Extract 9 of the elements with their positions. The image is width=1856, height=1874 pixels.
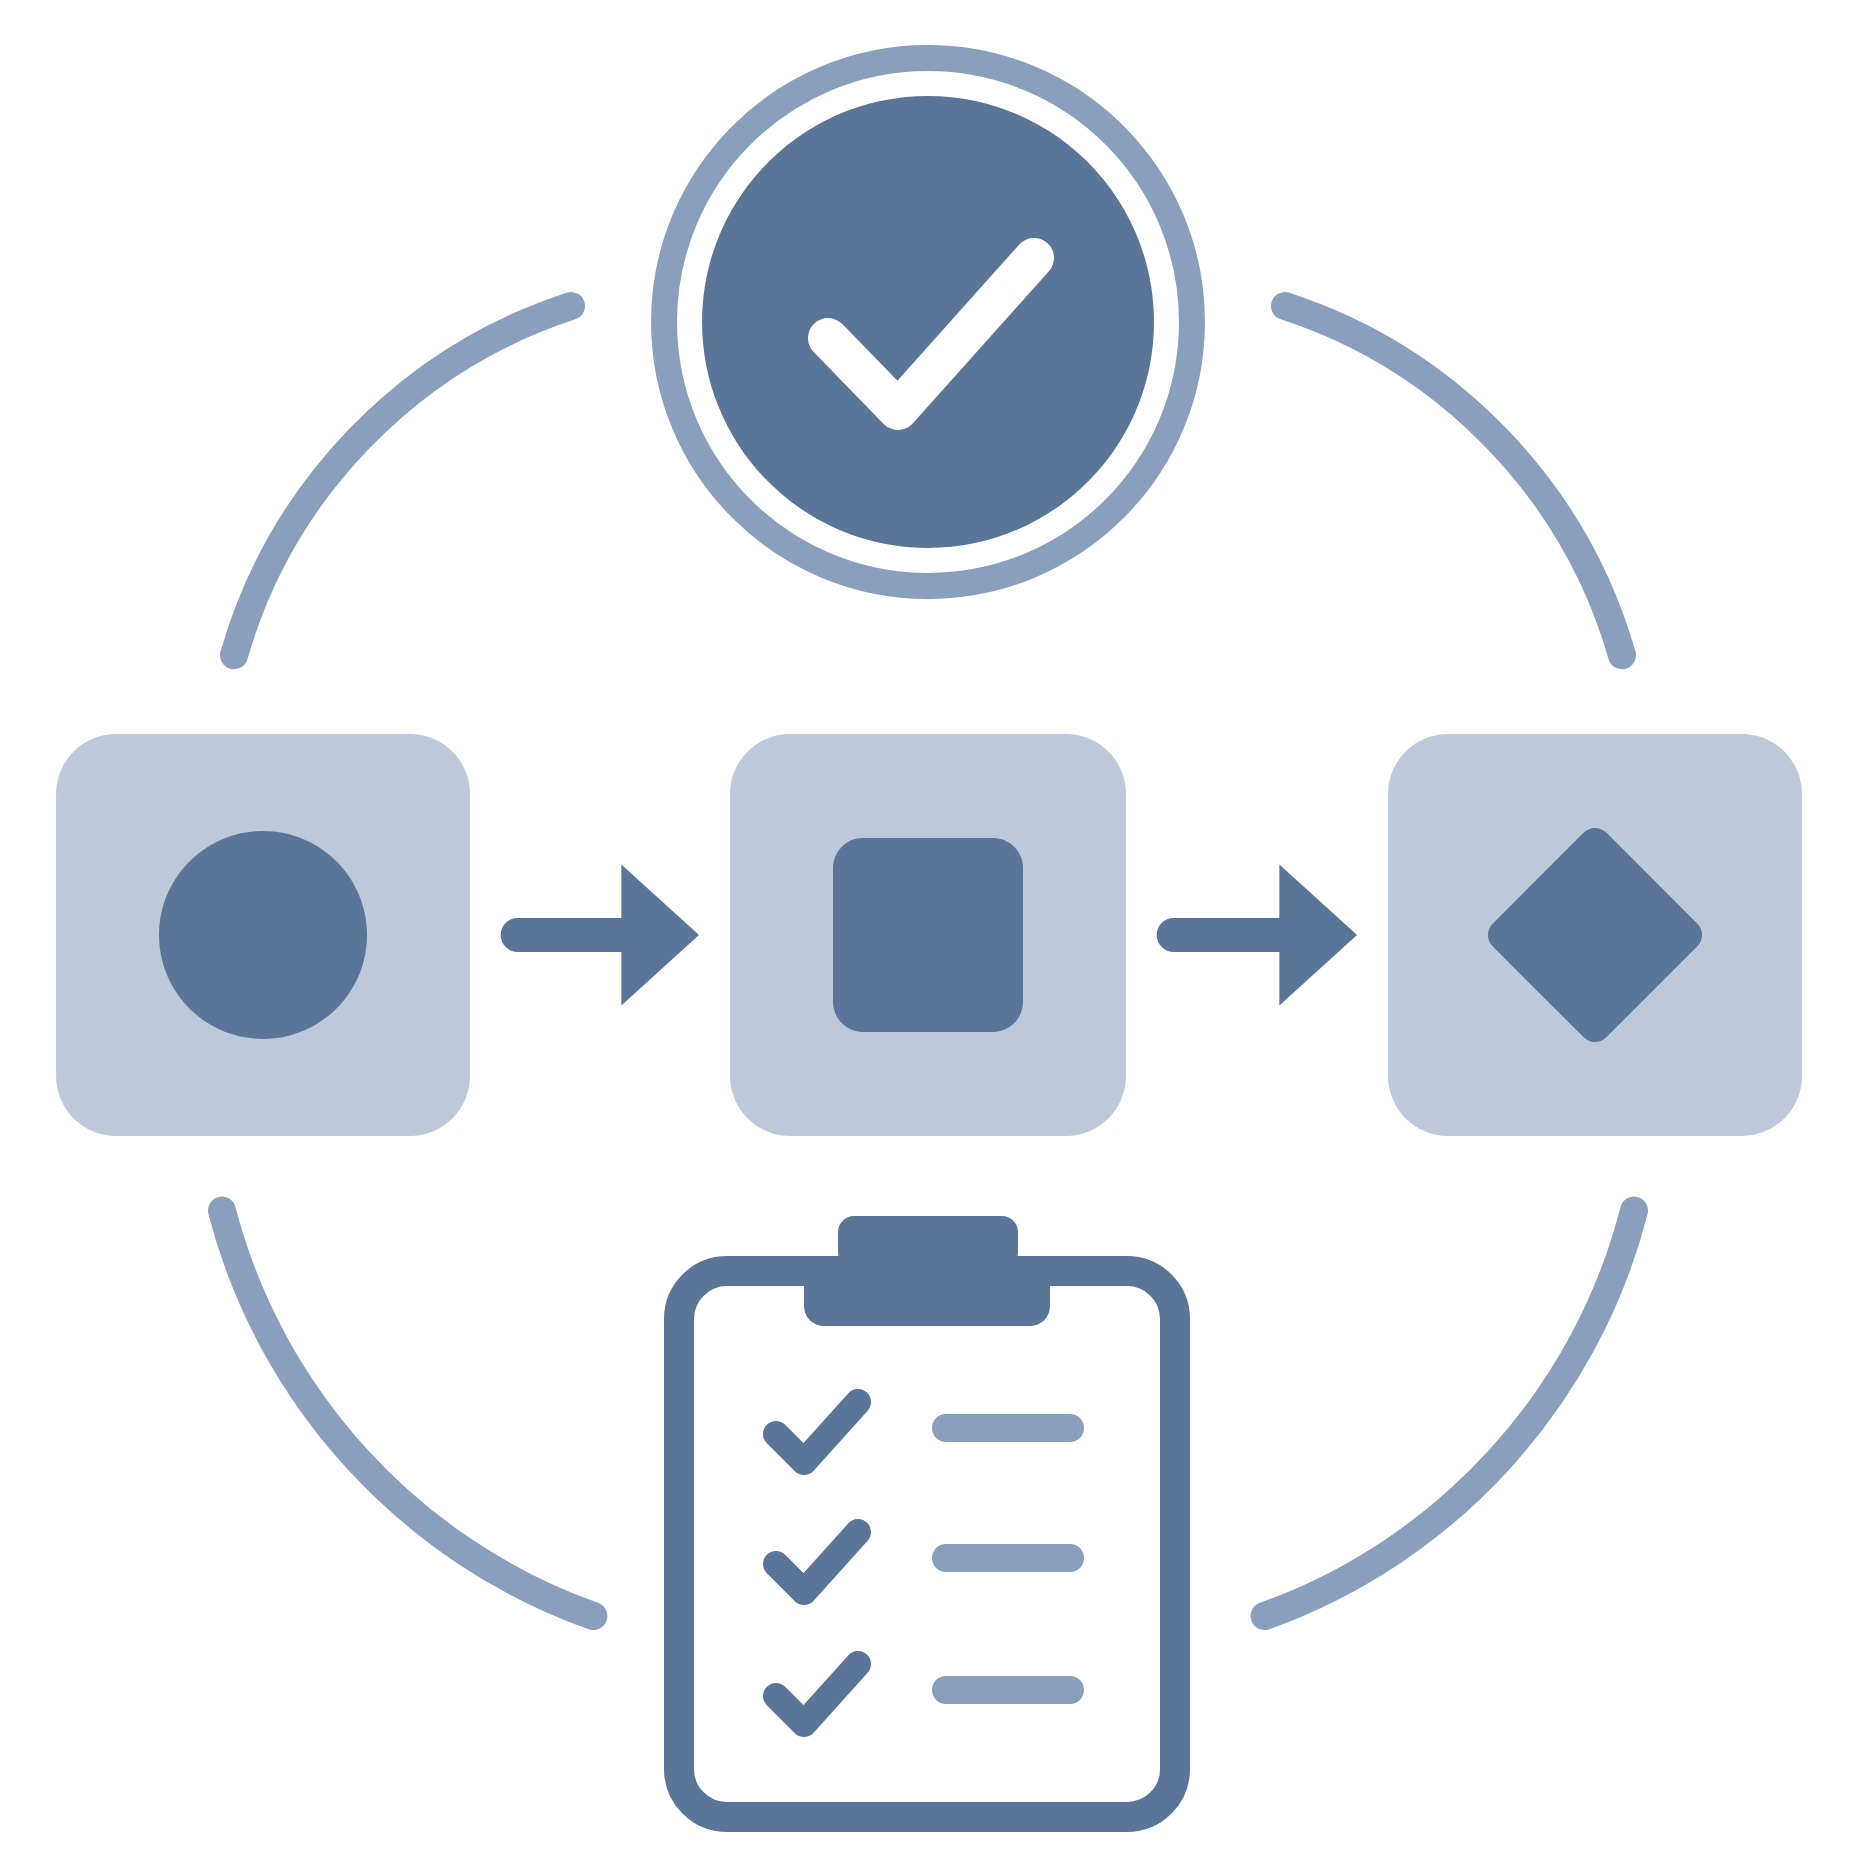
ring-circle (651, 45, 1205, 599)
arc (208, 1196, 608, 1630)
arc (1270, 292, 1636, 670)
clipboard (664, 1216, 1190, 1832)
diamond (1487, 827, 1703, 1043)
arc (1250, 1196, 1648, 1630)
filled-square (833, 838, 1023, 1032)
filled-circle (159, 831, 367, 1039)
arc (220, 292, 586, 670)
